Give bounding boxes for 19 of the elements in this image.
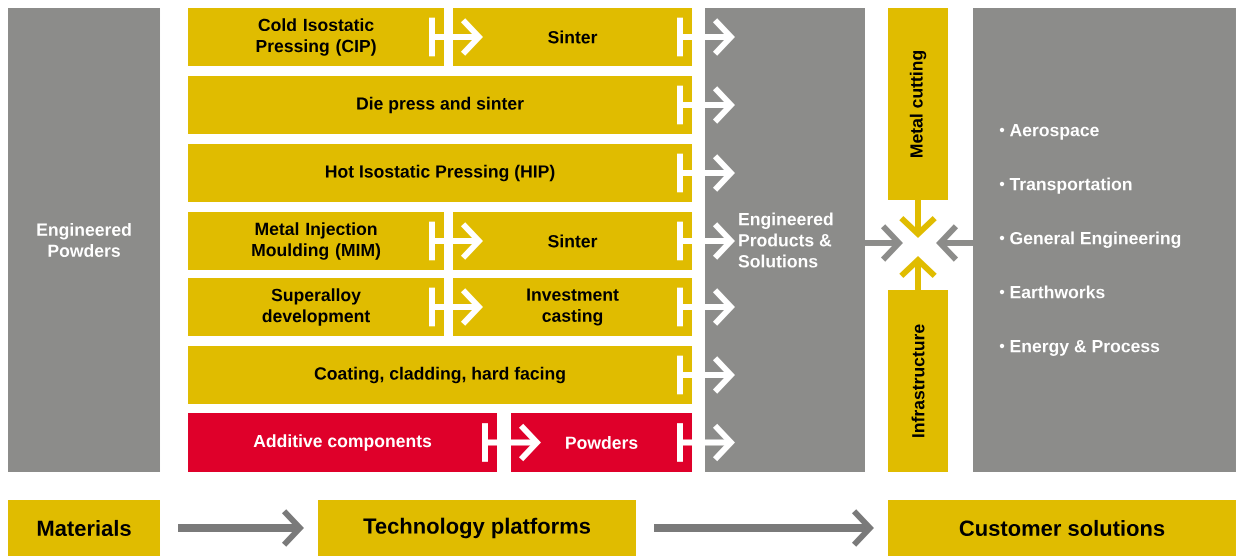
sector-box: Metal cutting	[888, 8, 948, 200]
process-box: Sinter	[453, 8, 692, 66]
process-box: Metal Injection Moulding (MIM)	[188, 212, 444, 270]
market-list-box: Aerospace Transportation General Engineering Earthworks Energy & Process	[973, 8, 1236, 472]
column-box: Engineered Powders	[8, 8, 160, 472]
process-box: Sinter	[453, 212, 692, 270]
stage-box: Technology platforms	[318, 500, 636, 556]
stage-box: Customer solutions	[888, 500, 1236, 556]
process-box: Coating, cladding, hard facing	[188, 346, 692, 404]
process-box: Die press and sinter	[188, 76, 692, 134]
process-box: Hot Isostatic Pressing (HIP)	[188, 144, 692, 202]
process-box: Additive components	[188, 413, 497, 472]
column-box: Engineered Products & Solutions	[705, 8, 865, 472]
process-box: Superalloy development	[188, 278, 444, 336]
sector-box: Infrastructure	[888, 290, 948, 472]
stage-box: Materials	[8, 500, 160, 556]
process-box: Investment casting	[453, 278, 692, 336]
process-box: Powders	[511, 413, 692, 472]
process-box: Cold Isostatic Pressing (CIP)	[188, 8, 444, 66]
